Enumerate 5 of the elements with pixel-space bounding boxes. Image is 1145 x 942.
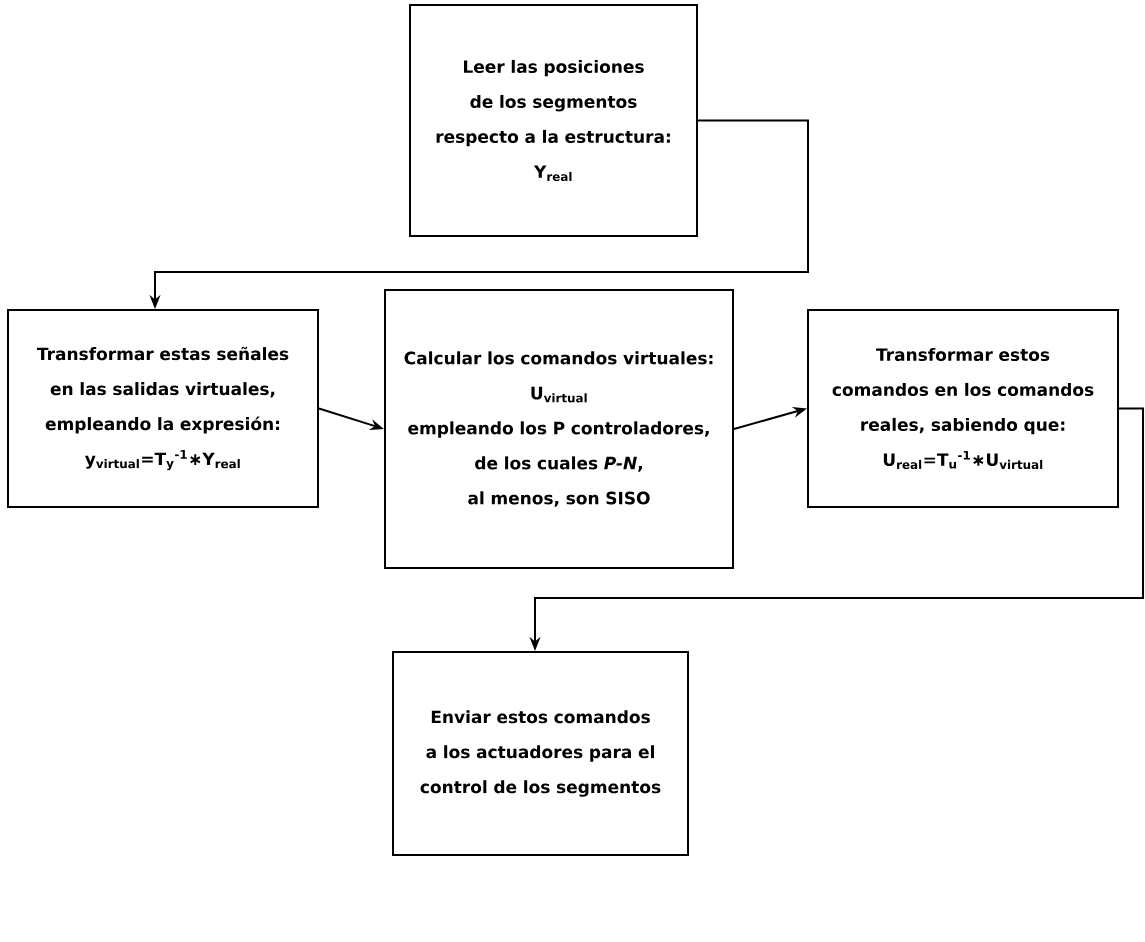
process-box: Transformar estos comandos en los comandos reales, sabiendo que: U$_{real}$=T$_{u}$$^{-1}$∗U$_{virtual}$ bbox=[807, 309, 1119, 508]
process-box: Transformar estas señales en las salidas virtuales, empleando la expresión: y$_{virtual}$=T$_{y}$$^{-1}$∗Y$_{real}$ bbox=[7, 309, 319, 508]
process-box: Calcular los comandos virtuales: U$_{virtual}$ empleando los P controladores, de los cuales P-N, al menos, son SISO bbox=[384, 289, 734, 569]
process-box: Enviar estos comandos a los actuadores para el control de los segmentos bbox=[392, 651, 689, 856]
process-box: Leer las posiciones de los segmentos respecto a la estructura: Y$_{real}$ bbox=[409, 4, 698, 237]
